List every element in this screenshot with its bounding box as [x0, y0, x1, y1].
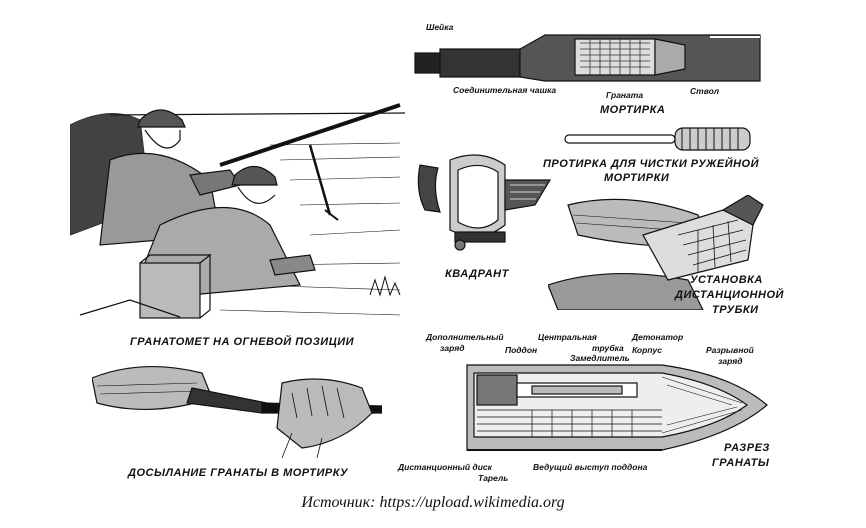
- label-burst-charge-1: Разрывной: [706, 345, 754, 355]
- grenade-cutaway-illustration: [466, 364, 768, 451]
- grenade-launcher-illustration: [70, 103, 406, 319]
- label-body: Корпус: [632, 345, 662, 355]
- timer-setting-illustration: [548, 195, 764, 310]
- label-sheika: Шейка: [426, 22, 454, 32]
- label-burst-charge-2: заряд: [718, 356, 743, 366]
- quadrant-illustration: [417, 154, 552, 251]
- caption-grenade-launcher: ГРАНАТОМЕТ НА ОГНЕВОЙ ПОЗИЦИИ: [130, 336, 355, 348]
- label-extra-charge-1: Дополнительный: [426, 332, 504, 342]
- label-cup: Соединительная чашка: [453, 85, 557, 95]
- label-tray: Поддон: [505, 345, 538, 355]
- loading-illustration: [92, 365, 382, 458]
- caption-timer-3: ТРУБКИ: [712, 304, 759, 316]
- mortar-illustration: [414, 34, 761, 82]
- label-detonator: Детонатор: [632, 332, 684, 342]
- label-central-tube-2: трубка: [592, 343, 624, 353]
- label-extra-charge-2: заряд: [440, 343, 465, 353]
- label-plate: Тарель: [478, 473, 509, 483]
- label-distance-disk: Дистанционный диск: [398, 462, 492, 472]
- source-credit: Источник: https://upload.wikimedia.org: [301, 494, 565, 511]
- cleaning-rod-illustration: [564, 127, 751, 151]
- label-delay: Замедлитель: [570, 353, 630, 363]
- label-grenade: Граната: [606, 90, 644, 100]
- caption-mortar: МОРТИРКА: [600, 104, 666, 116]
- caption-quadrant: КВАДРАНТ: [445, 268, 509, 280]
- label-barrel: Ствол: [690, 86, 720, 96]
- caption-cleaning-rod-1: ПРОТИРКА ДЛЯ ЧИСТКИ РУЖЕЙНОЙ: [543, 158, 760, 170]
- caption-cutaway-2: ГРАНАТЫ: [712, 457, 770, 469]
- caption-timer-1: УСТАНОВКА: [690, 274, 763, 286]
- caption-loading: ДОСЫЛАНИЕ ГРАНАТЫ В МОРТИРКУ: [128, 467, 348, 479]
- caption-cutaway-1: РАЗРЕЗ: [724, 442, 770, 454]
- caption-cleaning-rod-2: МОРТИРКИ: [604, 172, 670, 184]
- caption-timer-2: ДИСТАНЦИОННОЙ: [675, 289, 784, 301]
- label-driving-band: Ведущий выступ поддона: [533, 462, 648, 472]
- label-central-tube-1: Центральная: [538, 332, 597, 342]
